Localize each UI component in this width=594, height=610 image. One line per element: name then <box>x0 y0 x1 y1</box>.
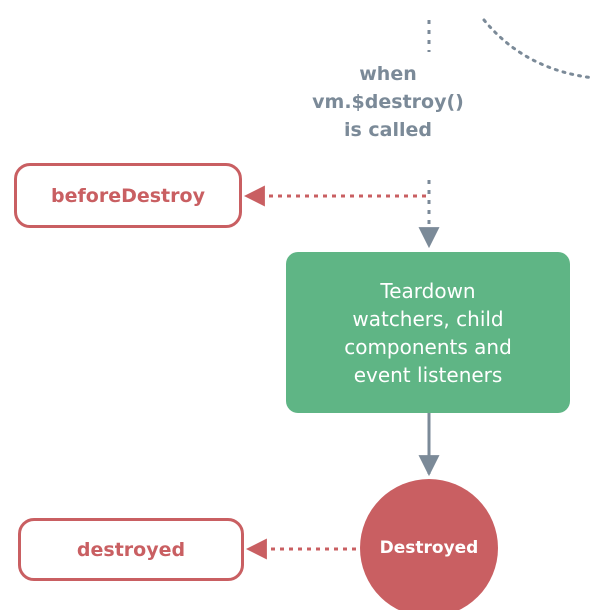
before-destroy-hook: beforeDestroy <box>14 163 242 228</box>
process-line-2: watchers, child <box>352 306 504 331</box>
process-line-4: event listeners <box>353 362 503 387</box>
before-destroy-label: beforeDestroy <box>51 184 205 207</box>
trigger-line-1: when <box>359 63 417 85</box>
teardown-process-box: Teardown watchers, child components and … <box>286 252 570 413</box>
destroyed-hook-label: destroyed <box>76 538 186 561</box>
destroy-trigger-label: when vm.$destroy() is called <box>288 60 488 144</box>
trigger-line-2: vm.$destroy() <box>312 91 464 113</box>
destroyed-state-label: Destroyed <box>379 538 479 558</box>
process-line-1: Teardown <box>380 278 476 303</box>
process-line-3: components and <box>344 334 512 359</box>
destroyed-state-circle: Destroyed <box>360 479 498 610</box>
curved-dashed-line <box>482 18 594 80</box>
destroyed-hook: destroyed <box>18 518 244 581</box>
trigger-line-3: is called <box>343 119 433 141</box>
